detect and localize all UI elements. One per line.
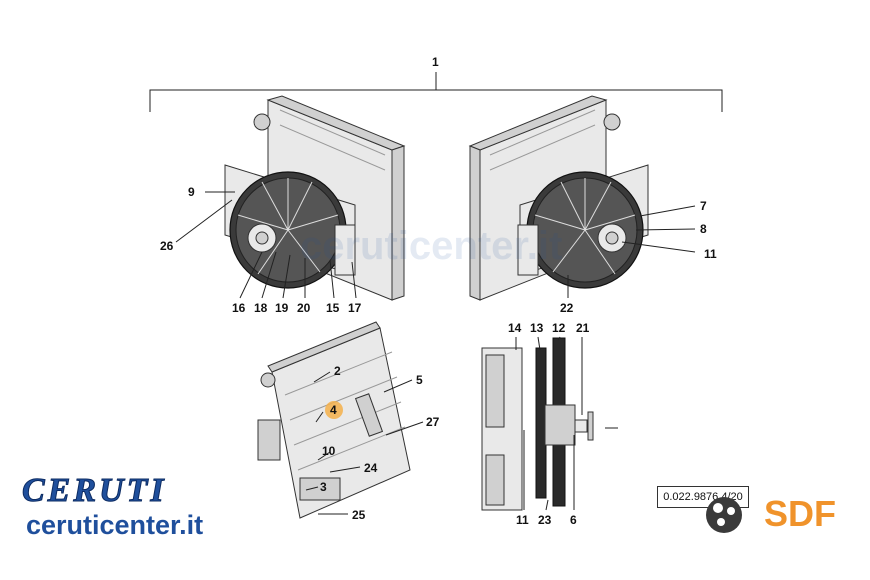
left-radiator-assembly	[224, 95, 406, 301]
callout-1[interactable]: 1	[432, 55, 439, 69]
callout-7[interactable]: 7	[700, 199, 707, 213]
callout-4-highlight	[325, 401, 343, 419]
callout-19[interactable]: 19	[275, 301, 289, 315]
assembly-bracket	[149, 72, 723, 112]
callout-23[interactable]: 23	[538, 513, 552, 527]
manufacturer-logo: SDF	[764, 493, 836, 534]
callout-27[interactable]: 27	[426, 415, 440, 429]
callout-3[interactable]: 3	[320, 480, 327, 494]
callout-5[interactable]: 5	[416, 373, 423, 387]
dealer-url[interactable]: ceruticenter.it	[26, 510, 204, 540]
callout-4[interactable]: 4	[330, 403, 337, 417]
callout-13[interactable]: 13	[530, 321, 544, 335]
dealer-watermark: ceruticenter.it	[300, 224, 563, 268]
callout-labels: 1 9 26 16 18 19 20 15 17 7 8 11 22 2 5 4…	[160, 55, 717, 527]
callout-22[interactable]: 22	[560, 301, 574, 315]
callout-14[interactable]: 14	[508, 321, 522, 335]
leader-lines	[175, 191, 696, 515]
callout-9[interactable]: 9	[188, 185, 195, 199]
callout-16[interactable]: 16	[232, 301, 246, 315]
callout-17[interactable]: 17	[348, 301, 362, 315]
callout-26[interactable]: 26	[160, 239, 174, 253]
dealer-logo: CERUTI	[22, 472, 167, 509]
callout-10[interactable]: 10	[322, 444, 336, 458]
callout-6[interactable]: 6	[570, 513, 577, 527]
sdf-logo-icon	[706, 497, 742, 533]
right-radiator-assembly	[468, 95, 649, 301]
callout-11-upper[interactable]: 11	[704, 247, 717, 261]
callout-11-lower[interactable]: 11	[516, 513, 529, 527]
callout-8[interactable]: 8	[700, 222, 707, 236]
radiator-core-assembly	[257, 321, 411, 519]
callout-15[interactable]: 15	[326, 301, 340, 315]
fan-drive-side-view	[481, 337, 618, 511]
callout-21[interactable]: 21	[576, 321, 590, 335]
callout-12[interactable]: 12	[552, 321, 566, 335]
callout-24[interactable]: 24	[364, 461, 378, 475]
callout-2[interactable]: 2	[334, 364, 341, 378]
callout-25[interactable]: 25	[352, 508, 366, 522]
callout-20[interactable]: 20	[297, 301, 311, 315]
callout-18[interactable]: 18	[254, 301, 268, 315]
